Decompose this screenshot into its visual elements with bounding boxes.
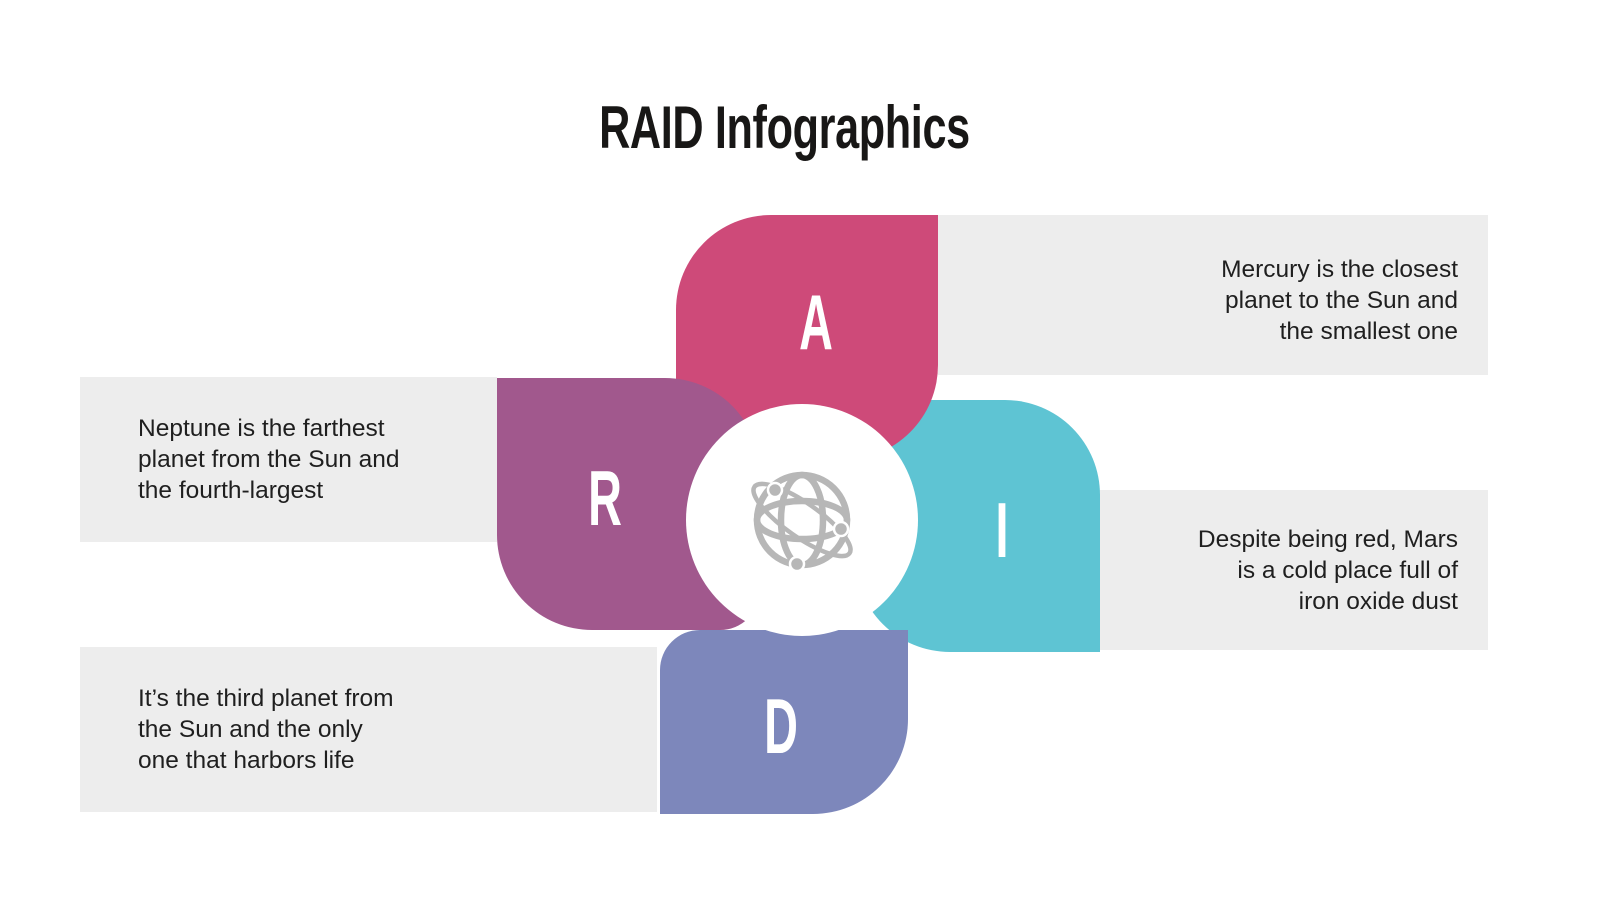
card-earth: It’s the third planet from the Sun and t…: [80, 647, 657, 812]
card-mercury-line-1: Mercury is the closest: [1221, 255, 1458, 283]
globe-network-icon: [751, 471, 853, 573]
card-mars-line-2: is a cold place full of: [1237, 556, 1458, 584]
petal-a-letter: A: [799, 278, 833, 366]
petal-i-letter: I: [995, 486, 1009, 574]
card-neptune-line-1: Neptune is the farthest: [138, 415, 385, 442]
card-mercury: Mercury is the closest planet to the Sun…: [938, 215, 1488, 375]
card-earth-line-1: It’s the third planet from: [138, 685, 394, 712]
petal-d-letter: D: [764, 682, 798, 770]
card-neptune-line-2: planet from the Sun and: [138, 446, 400, 473]
petal-r-letter: R: [588, 454, 622, 542]
card-mercury-line-3: the smallest one: [1279, 317, 1458, 345]
card-neptune: Neptune is the farthest planet from the …: [80, 377, 497, 542]
card-mars-line-1: Despite being red, Mars: [1197, 525, 1458, 553]
center-circle: [686, 404, 918, 636]
page-title: RAID Infographics: [0, 96, 1600, 166]
card-earth-line-2: the Sun and the only: [138, 716, 363, 743]
card-mars: Despite being red, Mars is a cold place …: [1100, 490, 1488, 650]
petal-d: [660, 630, 908, 814]
card-mercury-line-2: planet to the Sun and: [1225, 286, 1458, 314]
page-title-text: RAID Infographics: [598, 94, 970, 161]
card-neptune-line-3: the fourth-largest: [138, 477, 324, 504]
card-mars-line-3: iron oxide dust: [1298, 587, 1458, 615]
card-earth-line-3: one that harbors life: [138, 747, 355, 774]
